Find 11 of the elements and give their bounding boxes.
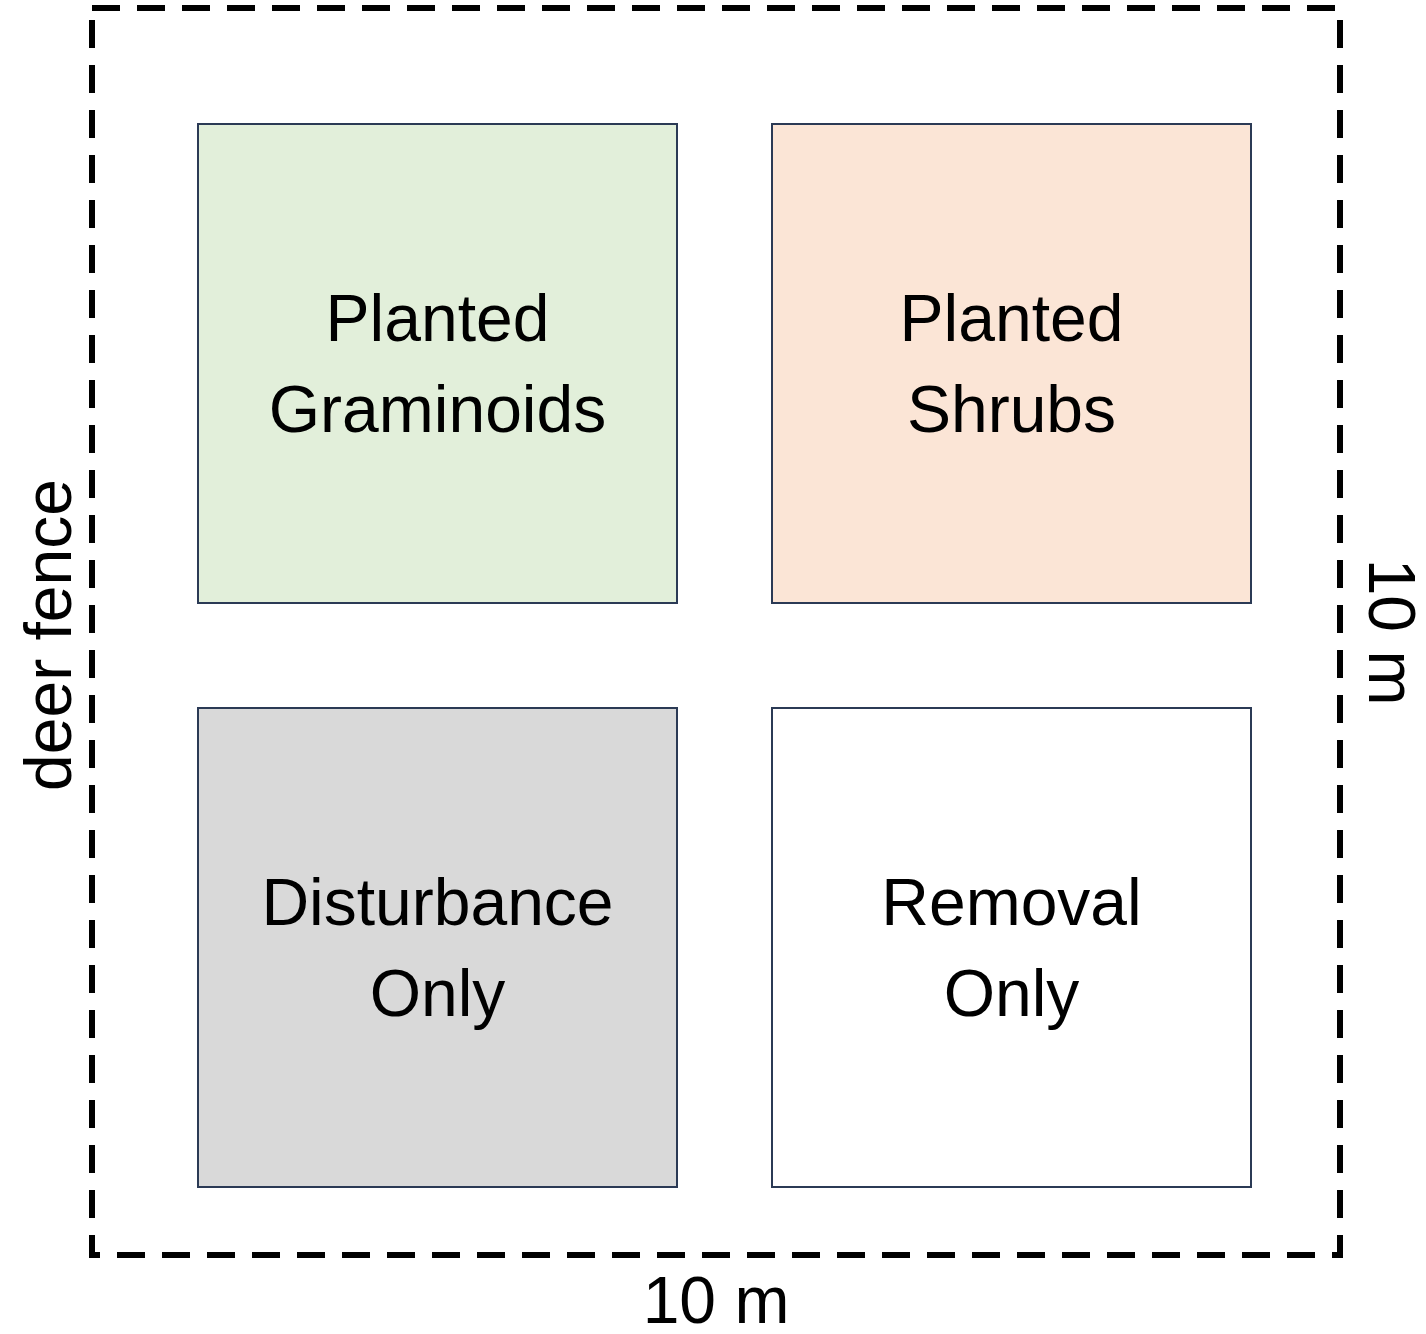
plot-square [771,707,1252,1188]
plot-label: Planted Graminoids [267,279,608,448]
plot-square [771,123,1252,604]
plot-label: Disturbance Only [260,863,615,1032]
fence-label: deer fence [15,479,81,791]
plot-label: Planted Shrubs [898,279,1125,448]
plot-square [197,707,678,1188]
plot-label: Removal Only [880,863,1143,1032]
dimension-label: 10 m [642,1267,790,1333]
plot-square [197,123,678,604]
dimension-label: 10 m [1359,558,1425,706]
